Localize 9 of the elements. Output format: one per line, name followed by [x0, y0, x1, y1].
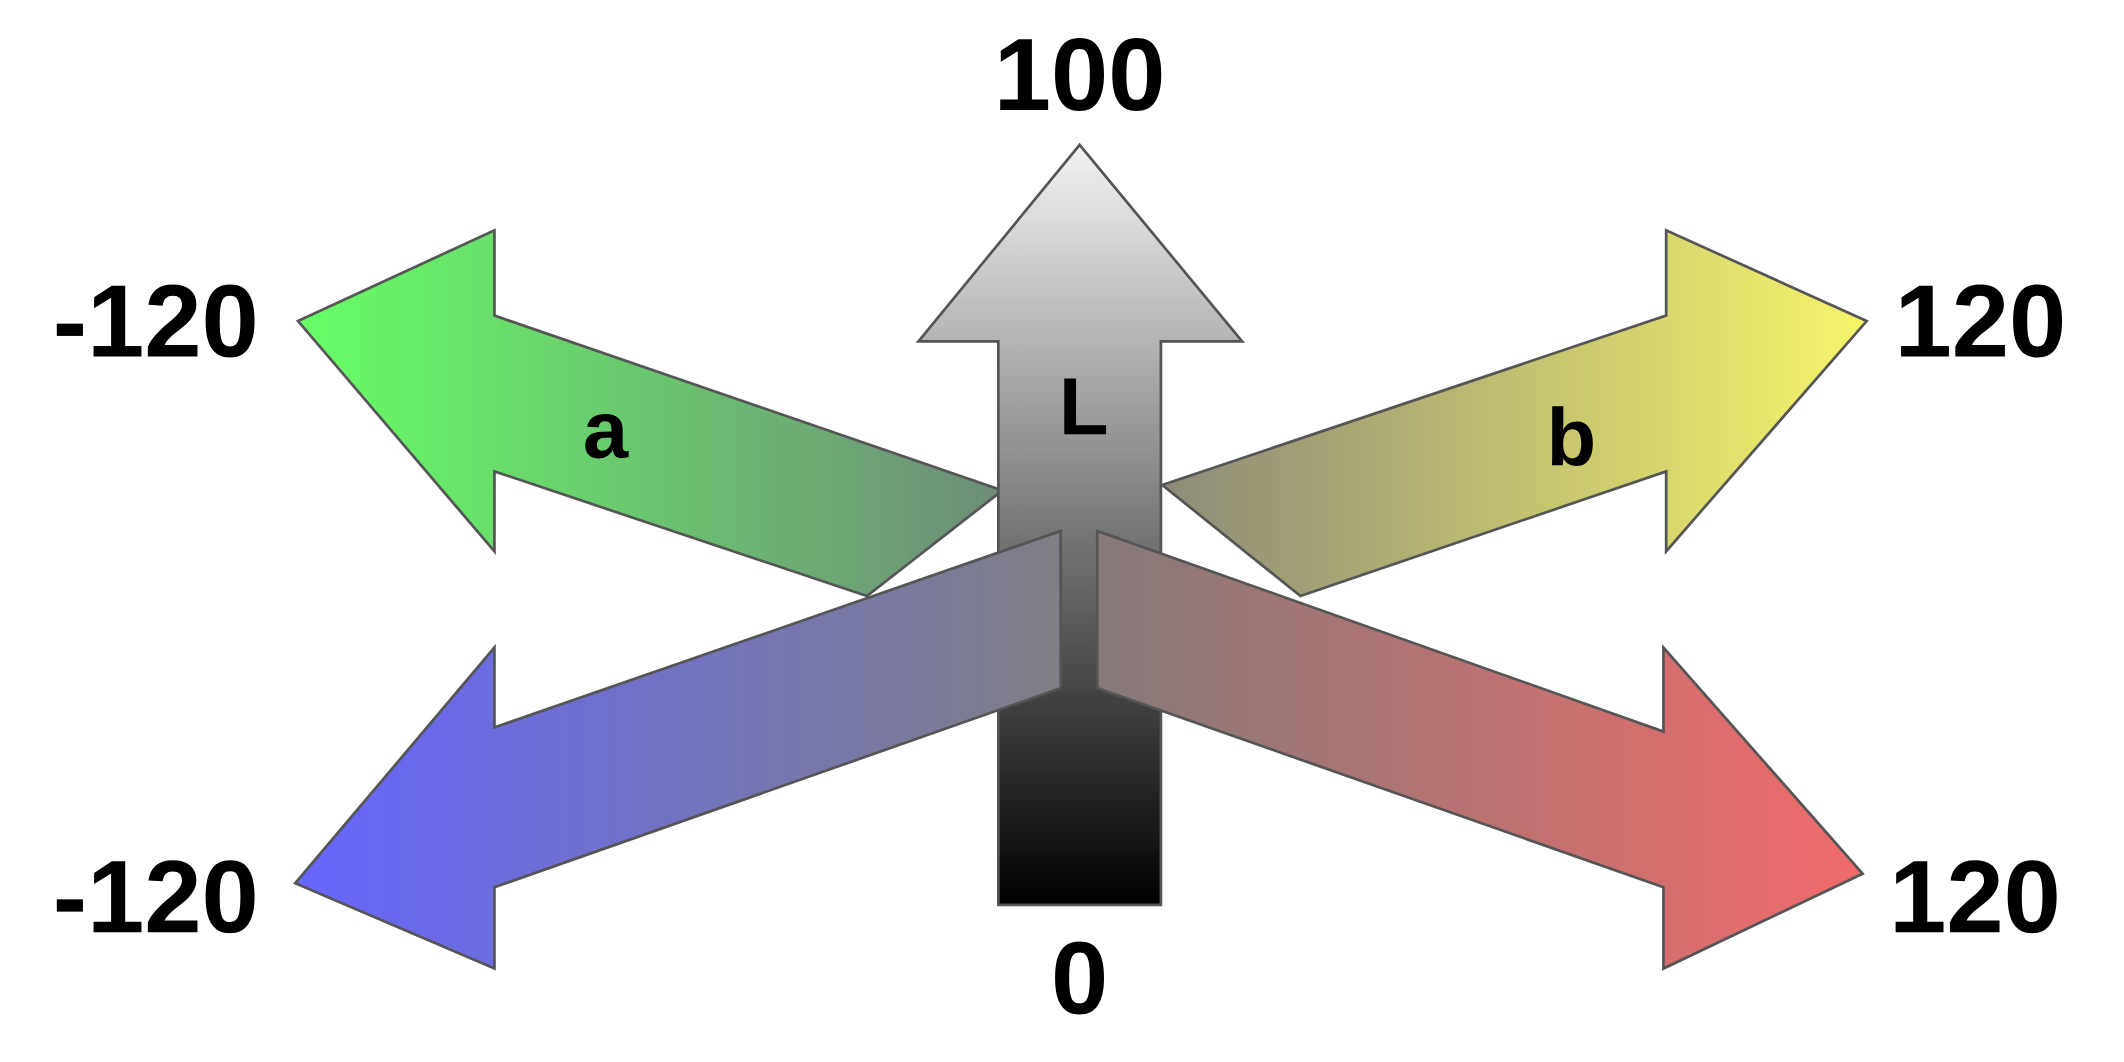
axis-letter: b	[1551, 406, 1593, 467]
axis-value: 120	[1901, 284, 2063, 358]
axis-letter: L	[1064, 378, 1107, 435]
axis-letter: a	[585, 413, 629, 459]
axis-value: 120	[1895, 860, 2057, 934]
axis-value: -120	[56, 860, 255, 934]
axis-value: 100	[1000, 38, 1162, 111]
axis-value: 0	[1055, 941, 1104, 1015]
axis-value: -120	[56, 284, 255, 358]
